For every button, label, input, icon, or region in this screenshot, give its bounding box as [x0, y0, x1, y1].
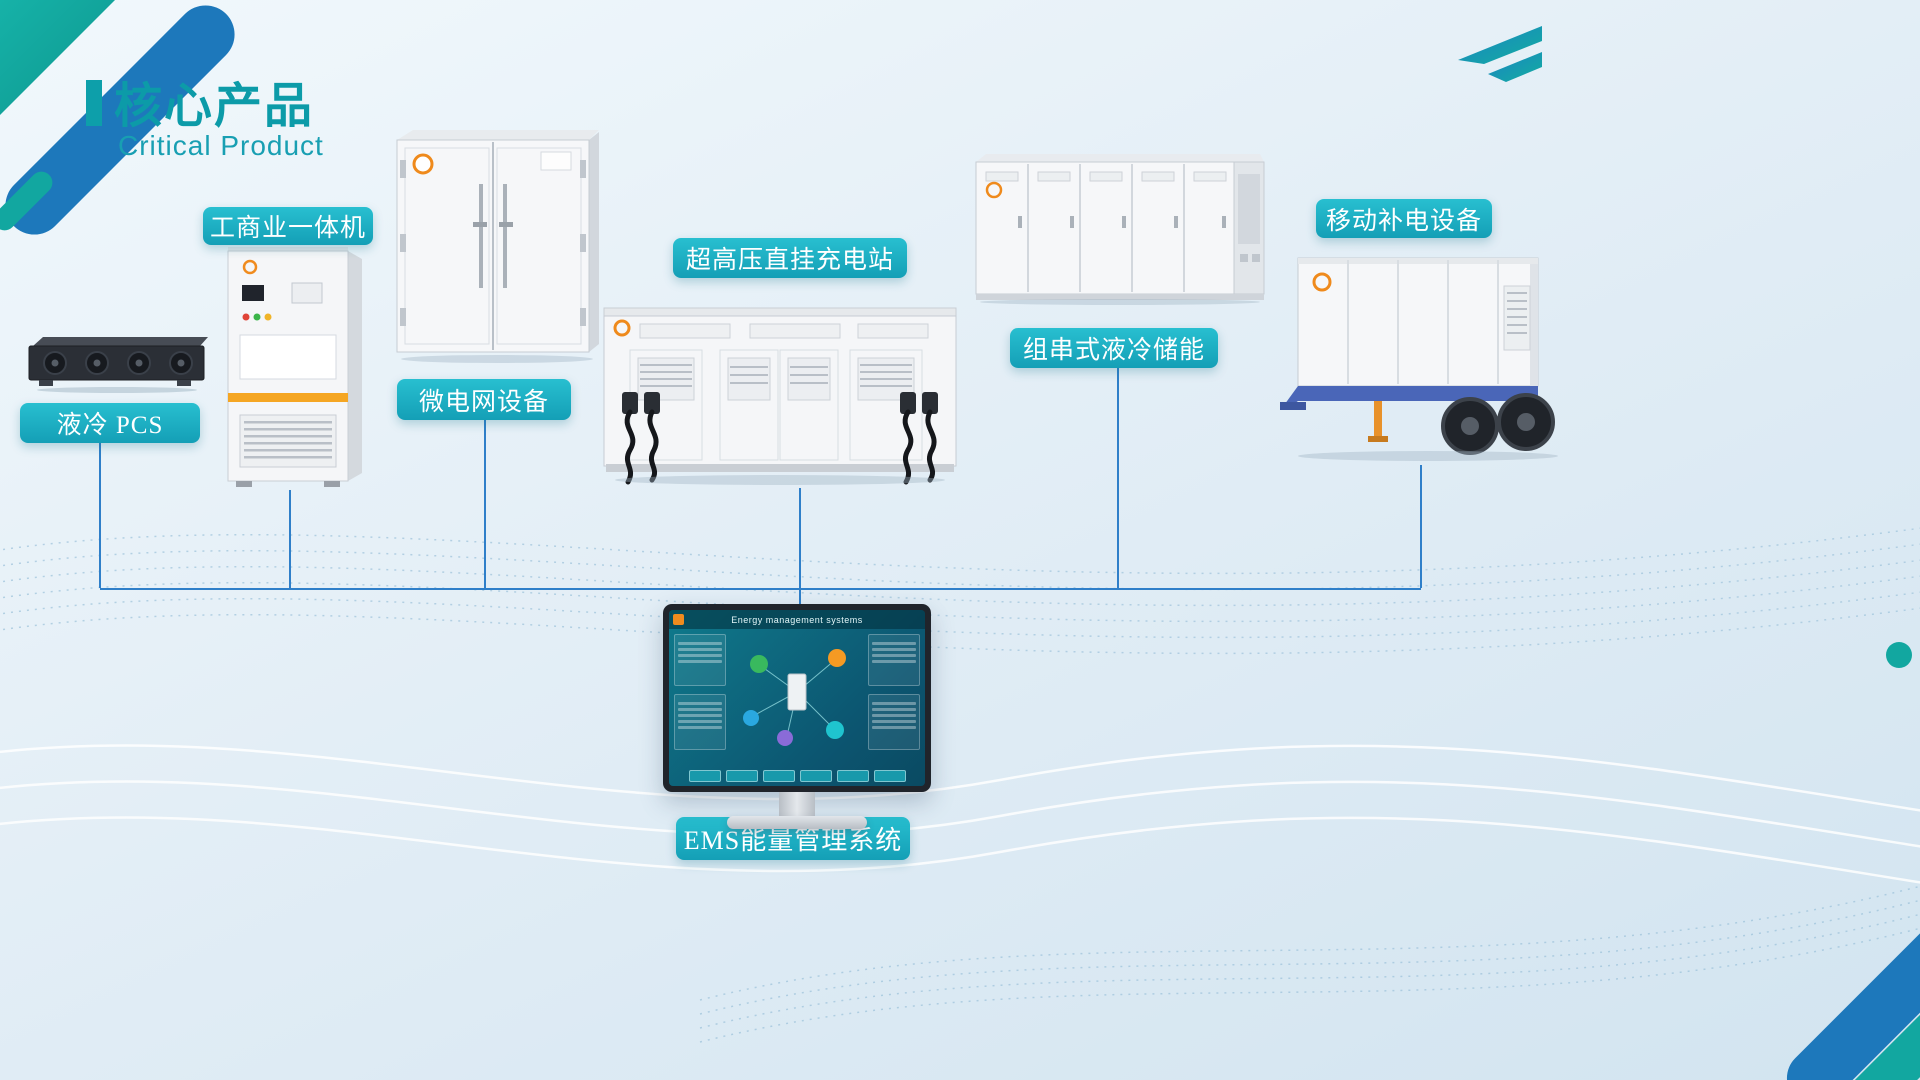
ems-panel-top-right — [868, 634, 920, 686]
brand-logo — [1458, 26, 1542, 82]
product-label-microgrid: 微电网设备 — [397, 379, 571, 420]
ems-button — [688, 770, 721, 782]
string-storage-image — [975, 154, 1265, 305]
pcs-image — [28, 337, 208, 393]
connector-mobile-power — [1420, 465, 1422, 588]
ems-monitor: Energy management systems — [663, 604, 931, 792]
product-label-all-in-one: 工商业一体机 — [203, 207, 373, 245]
product-label-charging-station: 超高压直挂充电站 — [673, 238, 907, 278]
title-accent-bar — [86, 80, 102, 126]
ems-panel-bottom-right — [868, 694, 920, 750]
right-edge-teal-dot — [1886, 642, 1912, 668]
product-label-mobile-power: 移动补电设备 — [1316, 199, 1492, 238]
ems-screen-logo-icon — [673, 614, 684, 625]
connector-horizontal — [100, 588, 1421, 590]
ems-screen-title: Energy management systems — [731, 614, 863, 625]
ems-flow-diagram — [743, 649, 846, 746]
connector-charging-station — [799, 488, 801, 588]
connector-ems — [799, 590, 801, 606]
monitor-stand-neck — [779, 792, 815, 818]
connector-all-in-one — [289, 490, 291, 588]
ems-panel-bottom-left — [674, 694, 726, 750]
connector-microgrid — [484, 420, 486, 588]
ems-button — [799, 770, 832, 782]
connector-pcs — [99, 443, 101, 588]
all-in-one-image — [227, 247, 362, 487]
ems-button — [836, 770, 869, 782]
ems-button — [873, 770, 906, 782]
ems-button-row — [675, 770, 919, 782]
connector-string-storage — [1117, 368, 1119, 588]
charging-station-image — [603, 307, 957, 485]
mobile-power-image — [1280, 257, 1558, 461]
ems-screen-header: Energy management systems — [669, 610, 925, 629]
ems-panel-top-left — [674, 634, 726, 686]
product-label-ems: EMS能量管理系统 — [676, 817, 910, 860]
page-title: 核心产品 — [114, 80, 315, 133]
ems-screen: Energy management systems — [669, 610, 925, 786]
page-subtitle: Critical Product — [118, 130, 324, 161]
monitor-stand-base — [727, 816, 867, 829]
ems-button — [762, 770, 795, 782]
ems-button — [725, 770, 758, 782]
product-label-string-storage: 组串式液冷储能 — [1010, 328, 1218, 368]
product-label-pcs: 液冷 PCS — [20, 403, 200, 443]
microgrid-image — [396, 130, 599, 363]
